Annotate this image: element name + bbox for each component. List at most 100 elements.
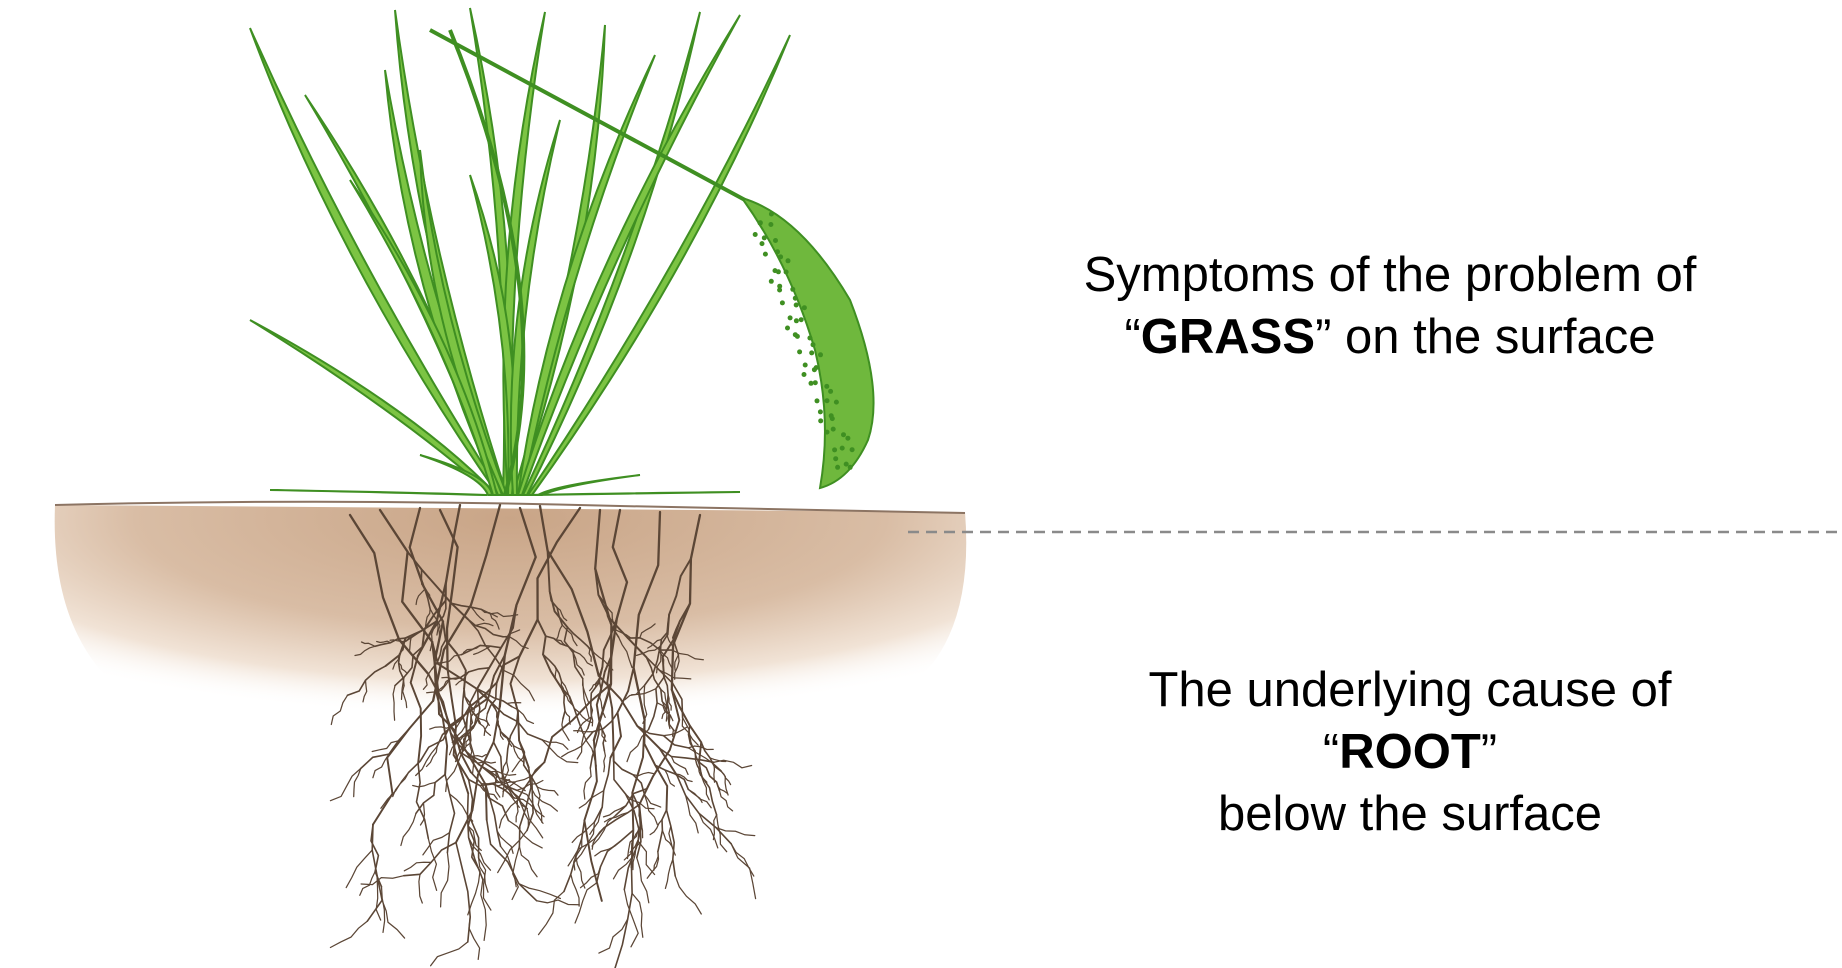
seed-dot [833,456,838,461]
root-strand [423,833,450,855]
root-keyword: ROOT [1339,725,1481,779]
seed-dot [777,284,782,289]
root-strand [468,793,483,879]
seed-dot [793,332,798,337]
cause-caption-line2: “ROOT” [1050,721,1770,783]
seed-dot [793,296,798,301]
cause-caption: The underlying cause of “ROOT” below the… [1050,659,1770,845]
seed-dot [786,258,791,263]
root-strand [346,850,372,888]
root-strand [537,900,580,905]
grass-blade [270,490,487,495]
seed-dot [769,279,774,284]
seed-dot [813,380,818,385]
seed-dot [831,427,836,432]
seed-dot [815,398,820,403]
seed-dot [844,462,849,467]
symptoms-caption-line1: Symptoms of the problem of [1030,244,1750,306]
root-strand [419,874,422,903]
seed-head [742,198,874,488]
seed-dot [835,465,840,470]
seed-dot [825,430,830,435]
seed-dot [818,409,823,414]
root-strand [354,769,361,797]
root-strand [575,883,596,923]
seed-dot [840,446,845,451]
seed-dot [776,269,781,274]
root-strand [382,900,405,938]
seed-dot [828,389,833,394]
root-strand [330,921,367,947]
root-strand [647,852,658,879]
open-quote: “ [1124,310,1140,364]
root-strand [431,942,468,966]
root-strand [688,789,711,807]
root-strand [658,810,667,852]
root-strand [686,796,699,833]
grass-plant [250,8,790,495]
root-strand [675,876,701,914]
root-strand [361,876,404,885]
cause-caption-line1: The underlying cause of [1050,659,1770,721]
seed-dot [811,342,816,347]
seed-dot [790,287,795,292]
seed-dot [841,432,846,437]
seed-dot [794,318,799,323]
root-strand [584,768,591,799]
root-strand [645,795,658,825]
seed-dot [753,232,758,237]
symptoms-caption-line2: “GRASS” on the surface [1030,306,1750,368]
root-strand [720,791,733,811]
root-strand [537,787,558,795]
grass-blade [350,180,497,495]
seed-dot [778,254,783,259]
seed-dot [818,418,823,423]
seed-dot [845,436,850,441]
root-strand [633,773,654,776]
seed-dot [824,384,829,389]
grass-keyword: GRASS [1141,310,1315,364]
root-strand [702,776,710,800]
root-strand [615,867,633,968]
seed-dot [773,238,778,243]
seed-dot [802,305,807,310]
seed-dot [758,220,763,225]
open-quote: “ [1323,725,1339,779]
grass-blade [538,475,640,495]
root-strand [731,844,755,899]
root-strand [441,853,449,907]
seed-dot [775,249,780,254]
root-strand [571,874,579,906]
seed-dot [848,465,853,470]
seed-dot [763,252,768,257]
seed-dot [794,303,799,308]
root-strand [519,884,561,899]
root-strand [401,813,416,845]
symptoms-caption: Symptoms of the problem of “GRASS” on th… [1030,244,1750,368]
seed-dot [832,447,837,452]
seed-dot [762,235,767,240]
seed-dot [809,381,814,386]
seed-dot [825,398,830,403]
grass-blade [250,28,502,495]
close-quote: ” [1481,725,1497,779]
root-strand [479,858,491,910]
root-strand [637,858,649,903]
root-strand [665,859,672,888]
seed-dot [814,365,819,370]
symptoms-caption-rest: ” on the surface [1315,310,1655,364]
root-strand [714,760,752,768]
seed-dot [784,270,789,275]
cause-caption-line3: below the surface [1050,783,1770,845]
root-strand [519,846,537,876]
seed-dot [785,326,790,331]
root-strand [330,769,360,801]
seed-dot [807,336,812,341]
seed-dot [788,315,793,320]
seed-dot [834,400,839,405]
seed-dot [780,300,785,305]
root-strand [382,887,385,933]
root-strand [512,846,519,899]
seed-dot [760,241,765,246]
